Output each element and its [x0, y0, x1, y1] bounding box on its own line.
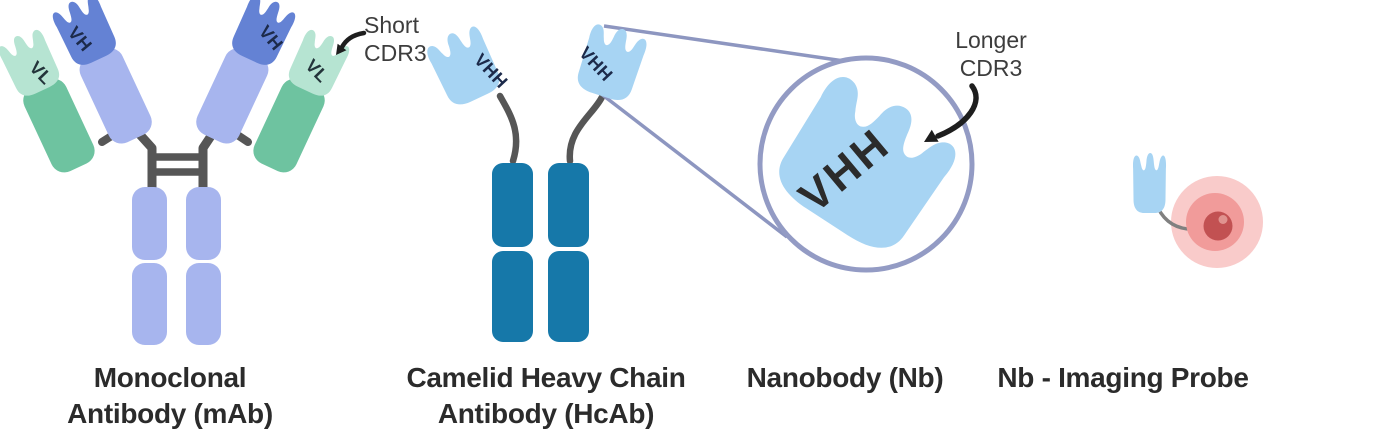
mab-panel-label: Monoclonal Antibody (mAb) [67, 362, 273, 429]
probe-nanobody [1132, 153, 1167, 213]
magnifier-lines [598, 24, 845, 239]
hcab-panel-label: Camelid Heavy Chain Antibody (HcAb) [406, 362, 686, 429]
fc-domain [132, 187, 167, 260]
longer-cdr3-arrow [924, 83, 979, 142]
fc-domain [132, 263, 167, 345]
hcab-constant-region [492, 163, 589, 342]
hcab-structure [423, 19, 845, 342]
hcab-ch-domain [548, 163, 589, 247]
hcab-ch-domain [492, 251, 533, 342]
short-cdr3-annotation: Short CDR3 [364, 12, 427, 66]
nanobody-magnifier [757, 55, 979, 273]
probe-core [1203, 211, 1233, 241]
probe-core-highlight [1218, 215, 1228, 224]
magnifier-line-upper [603, 24, 845, 63]
hcab-ch-domain [492, 163, 533, 247]
probe-panel-label: Nb - Imaging Probe [997, 362, 1249, 393]
hcab-ch-domain [548, 251, 589, 342]
longer-cdr3-annotation: Longer CDR3 [955, 27, 1027, 81]
hcab-linker-right [566, 93, 606, 165]
imaging-probe [1132, 153, 1263, 268]
short-cdr3-arrow [336, 30, 367, 55]
mab-structure [0, 0, 367, 345]
hcab-linker-left [496, 92, 520, 165]
nanobody-panel-label: Nanobody (Nb) [746, 362, 944, 393]
fc-domain [186, 187, 221, 260]
magnifier-line-lower [598, 91, 789, 239]
fc-domain [186, 263, 221, 345]
hcab-linkers [496, 92, 606, 165]
mab-fc-region [132, 187, 221, 345]
